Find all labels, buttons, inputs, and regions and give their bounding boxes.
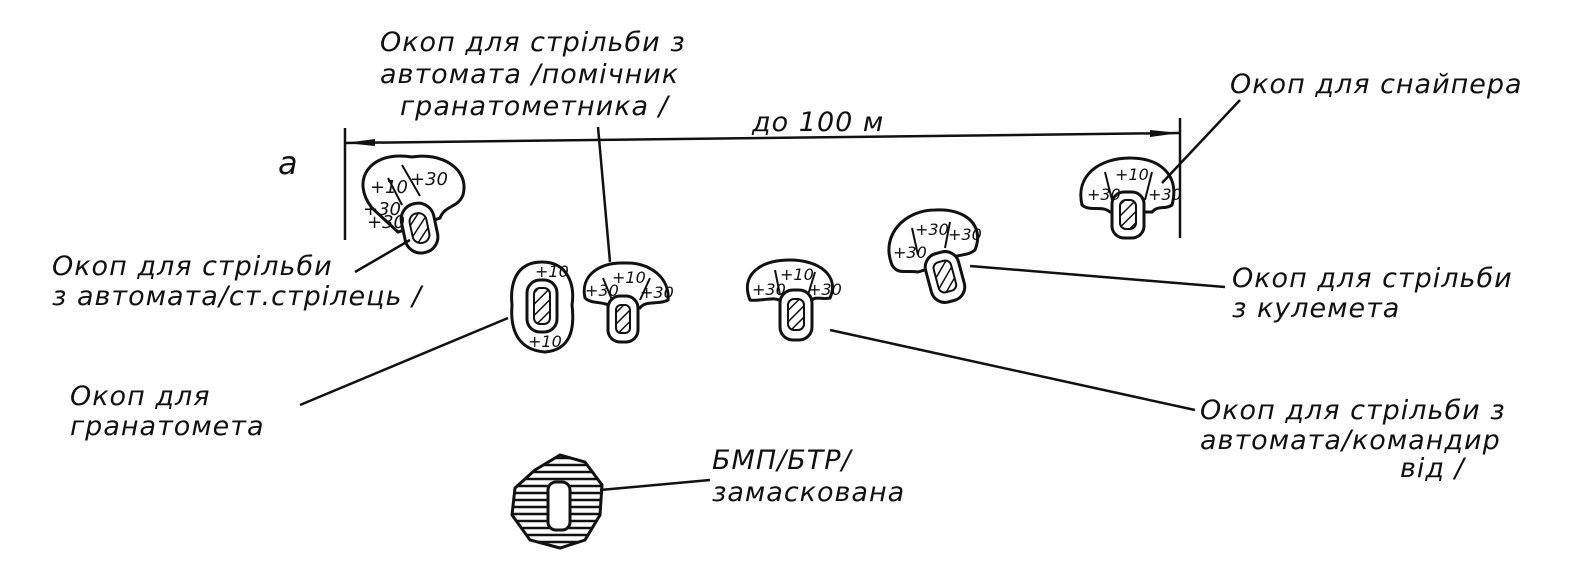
mark-grenade-2: +10 (528, 332, 562, 351)
label-assistant-line-2: автомата /поміч­ник (380, 59, 680, 90)
label-grenade-line-2: гранатомета (70, 411, 265, 442)
mark-assistant-2: +10 (612, 268, 646, 287)
mark-machinegun-3: +30 (948, 225, 982, 244)
mark-rifleman-2: +30 (410, 169, 448, 190)
trench-machinegun: +30 +30 +30 (887, 208, 982, 304)
trench-grenade-launcher: +10 +10 (510, 260, 575, 354)
trench-assistant: +30 +10 +30 (582, 261, 674, 344)
label-vehicle-line-1: БМП/БТР/ (712, 445, 852, 476)
trench-leader: +30 +10 +30 (745, 258, 842, 342)
mark-assistant-1: +30 (585, 281, 619, 300)
mark-grenade-1: +10 (535, 262, 569, 281)
label-leader-line-1: Окоп для стрільби з (1200, 395, 1506, 426)
label-rifleman-line-1: Окоп для стрільби (52, 251, 333, 282)
mark-sniper-2: +10 (1115, 165, 1149, 184)
label-sniper: Окоп для снайпера (1230, 69, 1523, 100)
mark-leader-3: +30 (808, 280, 842, 299)
label-leader-line-2: автомата/командир (1200, 425, 1501, 456)
mark-leader-2: +10 (780, 265, 814, 284)
mark-leader-1: +30 (752, 280, 786, 299)
mark-sniper-3: +30 (1148, 185, 1182, 204)
label-machinegun-line-2: з кулемета (1232, 293, 1401, 324)
vehicle-bmp-btr (510, 453, 604, 550)
label-rifleman-line-2: з автомата/ст.стрілець / (52, 281, 423, 312)
mark-machinegun-1: +30 (893, 243, 927, 262)
trench-rifleman: +10 +30 +30 +30 (361, 154, 466, 255)
mark-rifleman-1: +10 (370, 177, 408, 198)
mark-rifleman-4: +30 (367, 212, 405, 233)
mark-rifleman-3: +30 (363, 199, 401, 220)
leader-lines (299, 99, 1241, 492)
label-machinegun-line-1: Окоп для стрільби (1232, 263, 1513, 294)
mark-assistant-3: +30 (640, 283, 674, 302)
label-grenade-line-1: Окоп для (70, 381, 211, 412)
label-vehicle-line-2: замаскована (712, 477, 906, 508)
label-assistant-line-1: Окоп для стрільби з (380, 27, 686, 58)
trench-sniper: +30 +10 +30 (1079, 156, 1182, 240)
distance-label: до 100 м (752, 107, 885, 138)
mark-sniper-1: +30 (1087, 185, 1121, 204)
distance-dimension (343, 118, 1182, 240)
label-leader-line-3: від / (1400, 453, 1465, 484)
label-assistant-line-3: гранатометника / (400, 91, 669, 122)
panel-letter: a (278, 144, 299, 182)
mark-machinegun-2: +30 (915, 220, 949, 239)
